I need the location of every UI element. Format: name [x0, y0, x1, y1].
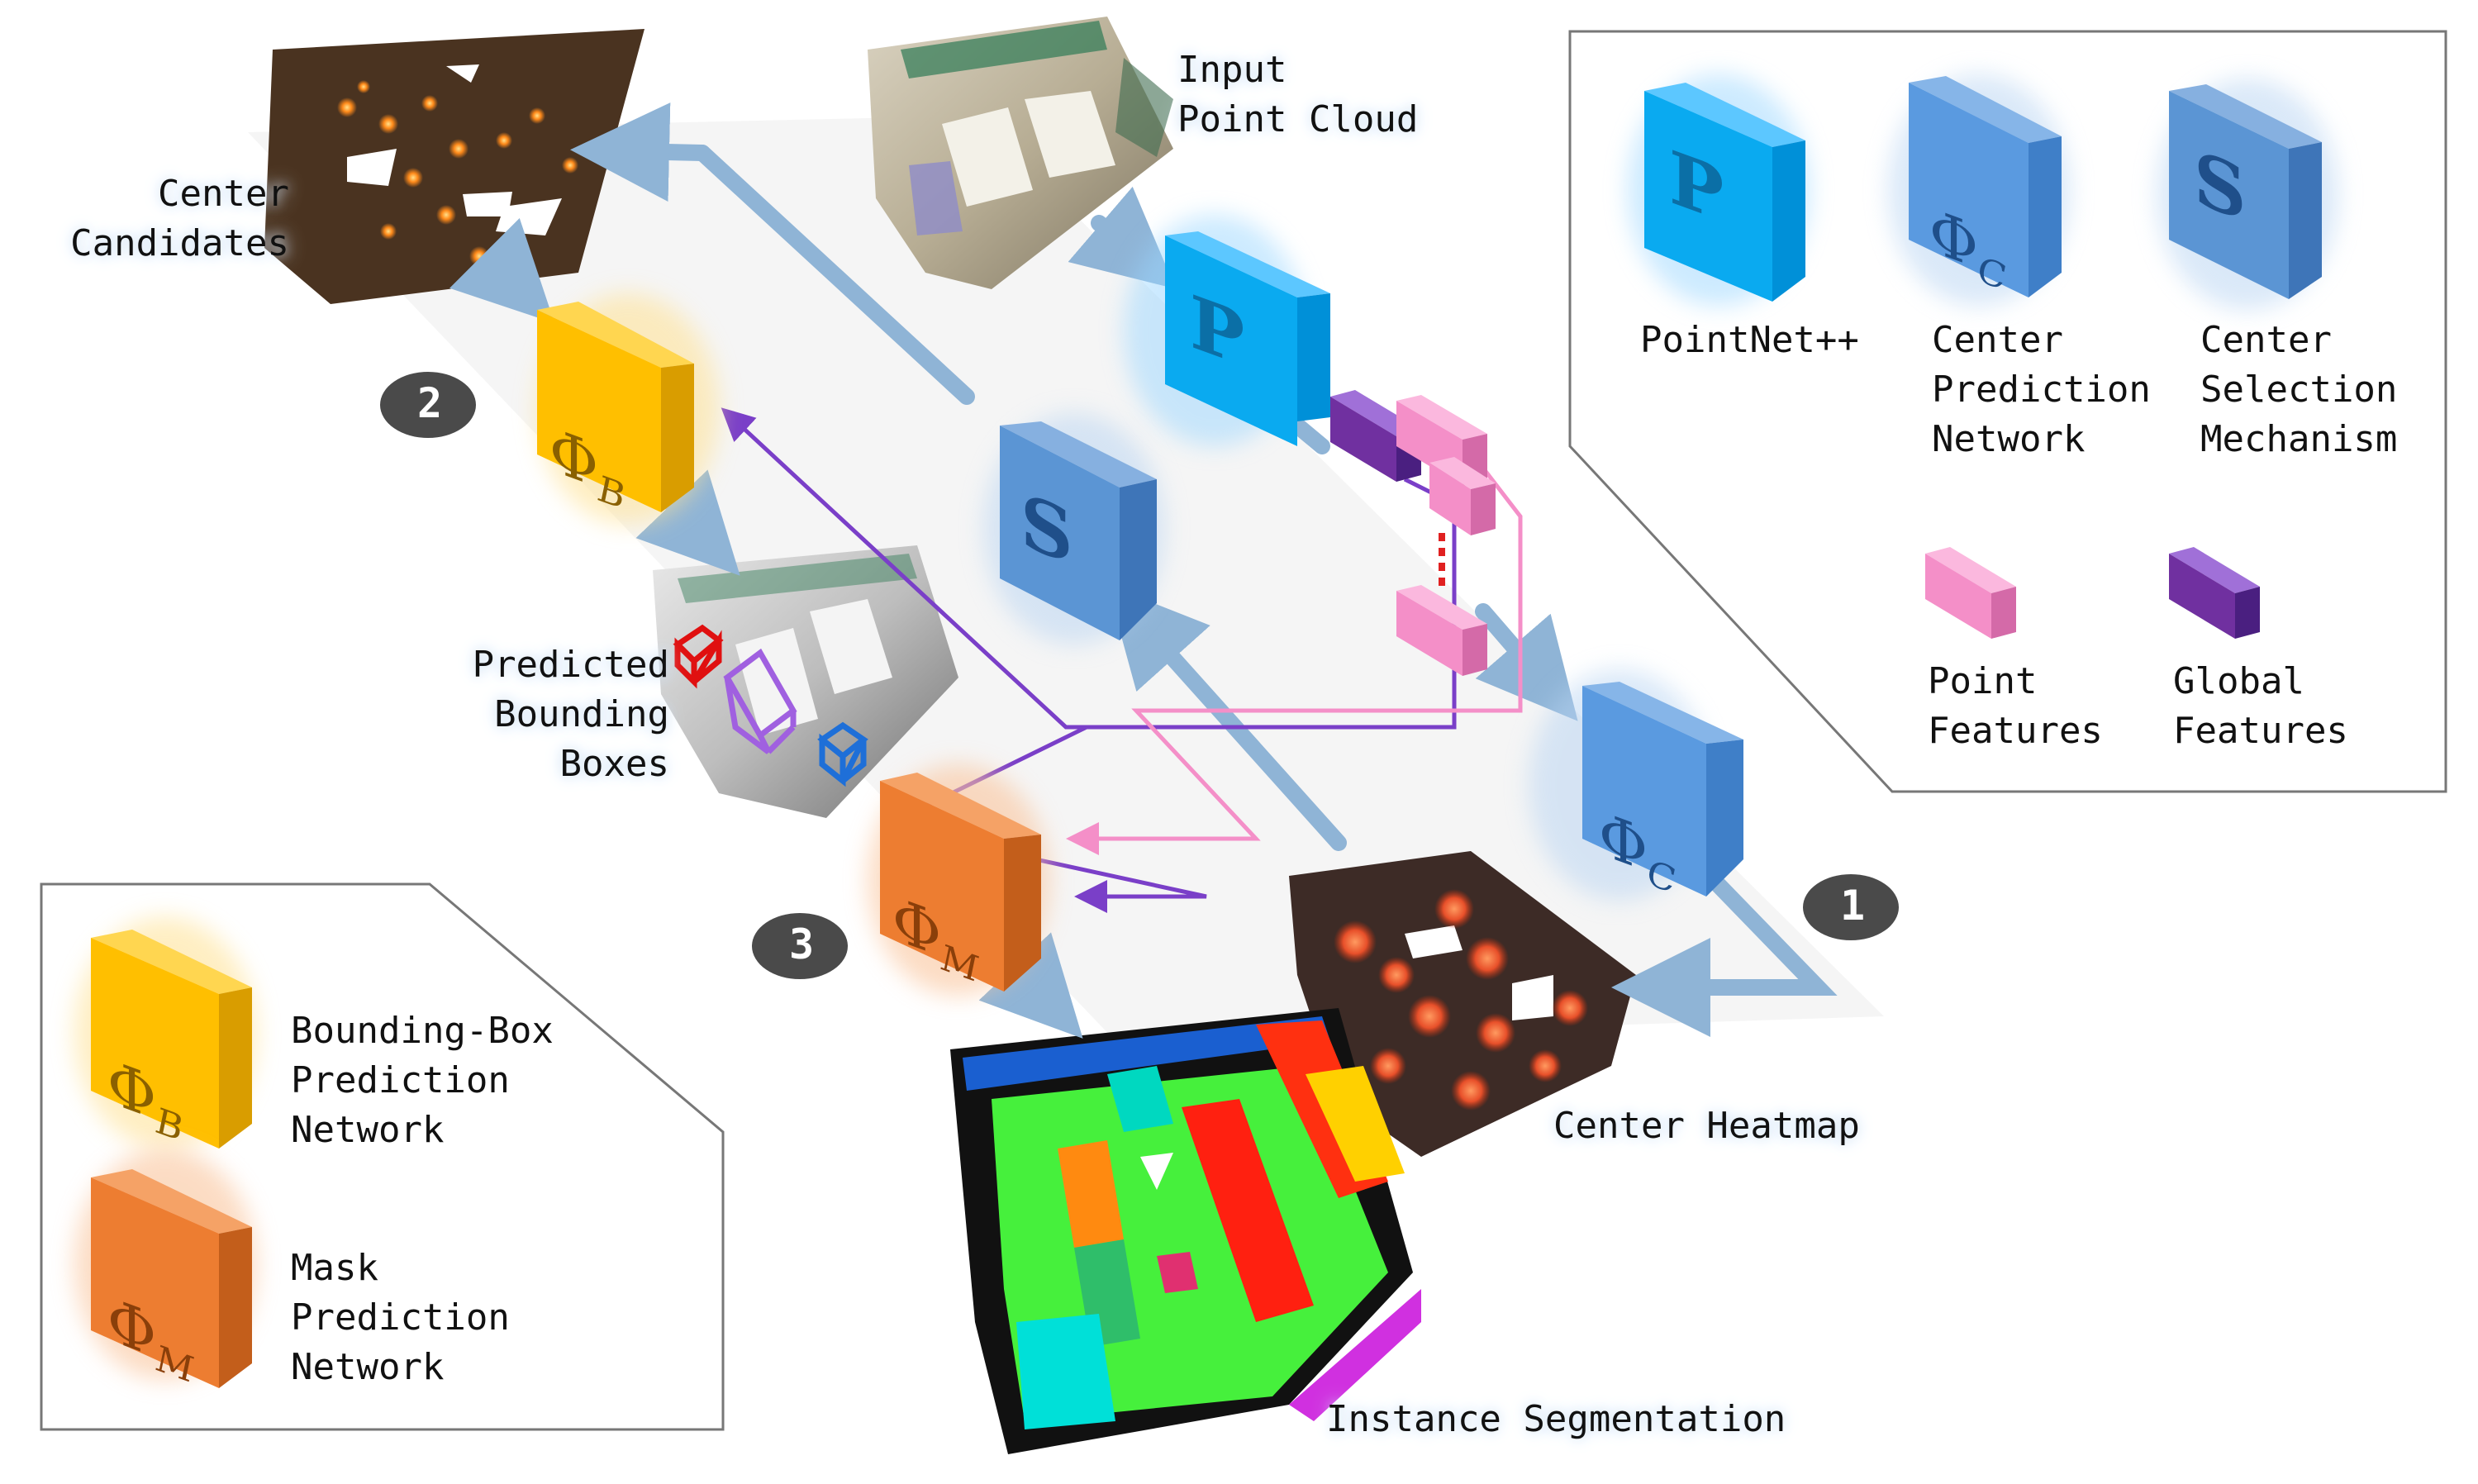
legend-center-prediction-symbol: ΦC [1929, 131, 2006, 312]
arrow-heatmap-to-selection [1106, 584, 1347, 851]
center-prediction-block [1529, 669, 1743, 901]
bbox-sub: B [598, 467, 625, 520]
point-feature-arrows [1066, 461, 1523, 855]
center-prediction-phi: Φ [1599, 798, 1648, 886]
legend-selection-block [2157, 78, 2338, 310]
step-badge-1: 1 [1839, 882, 1866, 930]
input-point-cloud [868, 17, 1173, 289]
center-heatmap-cloud [1289, 851, 1636, 1157]
center-heatmap-label: Center Heatmap [1553, 1105, 1860, 1147]
instance-segmentation-label: Instance Segmentation [1326, 1398, 1786, 1440]
arrow-selection-to-candidates [570, 102, 711, 202]
step-badges [380, 372, 1899, 979]
legend-bbox-symbol: ΦB [107, 982, 183, 1163]
center-prediction-sub: C [1648, 851, 1676, 904]
legend-bbox-network-label: Bounding-Box Prediction Network [291, 1010, 554, 1151]
mask-phi: Φ [892, 883, 942, 971]
step-badge-3: 3 [788, 920, 815, 968]
predicted-bounding-boxes-label: Predicted Bounding Boxes [472, 644, 669, 785]
bbox-block [537, 293, 719, 525]
legend-bbox-phi: Φ [107, 1046, 157, 1134]
legend-pointnet-label: PointNet++ [1640, 319, 1859, 361]
feature-bars [1330, 390, 1496, 676]
step-badge-2: 2 [416, 379, 443, 427]
legend-center-prediction-block [1888, 74, 2070, 306]
selection-block [983, 413, 1165, 644]
legend-selection-symbol: S [2194, 133, 2247, 239]
input-point-cloud-label: Input Point Cloud [1177, 49, 1419, 140]
legend-pointnet-block [1628, 74, 1810, 306]
instance-segmentation-cloud [950, 1008, 1421, 1454]
legend-global-features-bar [2169, 547, 2260, 639]
legend-mask-symbol: ΦM [107, 1220, 193, 1405]
pointnet-block [1124, 215, 1330, 446]
legend-mask-phi: Φ [107, 1284, 157, 1372]
legend-bbox-block [74, 917, 256, 1149]
mask-symbol: ΦM [892, 819, 978, 1004]
legend-center-prediction-label: Center Prediction Network [1932, 319, 2151, 460]
legend-center-prediction-sub: C [1978, 248, 2006, 301]
arrow-candidates-to-bbox [449, 217, 555, 324]
legend-center-selection-label: Center Selection Mechanism [2200, 319, 2398, 460]
center-prediction-symbol: ΦC [1599, 734, 1676, 916]
legend-point-features-label: Point Features [1928, 660, 2103, 752]
legend-mask-network-label: Mask Prediction Network [291, 1247, 510, 1388]
bbox-symbol: ΦB [549, 350, 625, 531]
pointnet-symbol: P [1190, 277, 1245, 384]
bbox-phi: Φ [549, 414, 599, 502]
legend-bbox-sub: B [156, 1099, 183, 1152]
legend-center-prediction-phi: Φ [1929, 195, 1979, 283]
legend-mask-sub: M [156, 1336, 194, 1393]
selection-symbol: S [1020, 476, 1073, 582]
mask-sub: M [941, 935, 979, 992]
legend-mask-block [74, 1149, 256, 1388]
mask-block [868, 764, 1049, 996]
legend-point-features-bar [1925, 547, 2016, 639]
legend-global-features-label: Global Features [2173, 660, 2348, 752]
legend-pointnet-symbol: P [1669, 132, 1724, 240]
predicted-bbox-cloud [653, 545, 958, 818]
arrow-center-to-heatmap [1611, 843, 1838, 1037]
center-candidates-label: Center Candidates [70, 173, 289, 264]
